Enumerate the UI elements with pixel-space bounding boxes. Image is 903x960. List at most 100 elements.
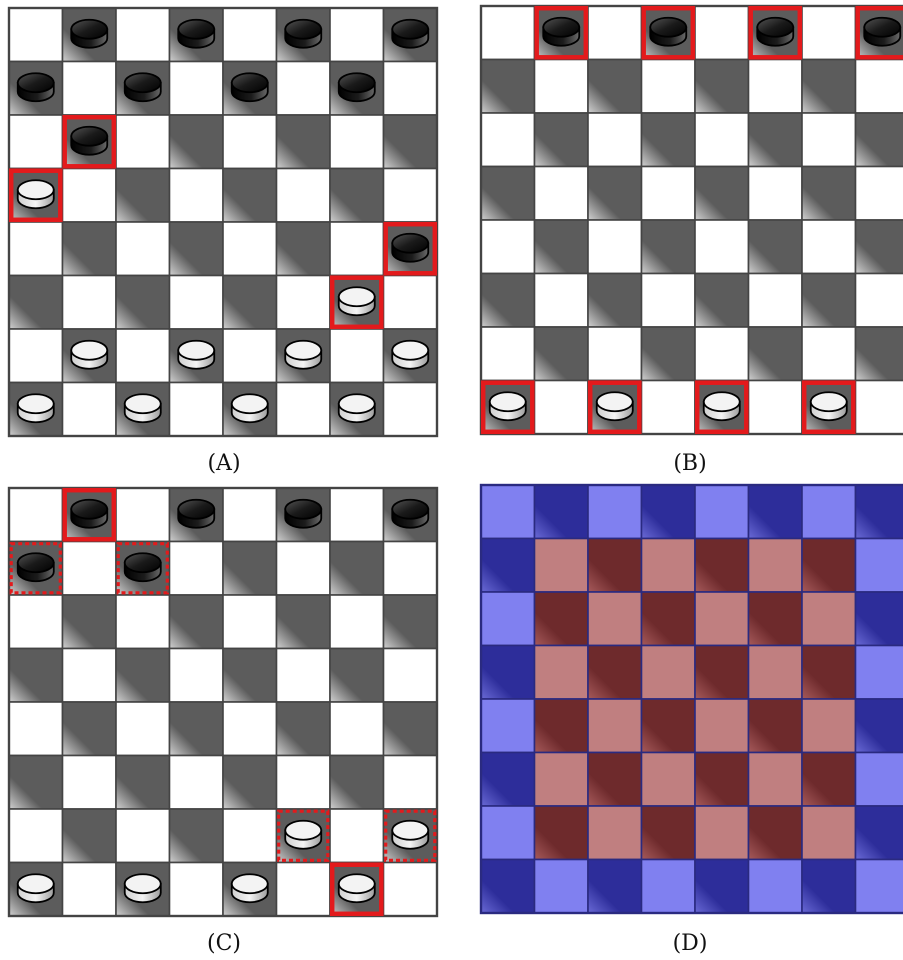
light-square — [63, 756, 117, 810]
dark-square — [223, 649, 277, 703]
border-square — [481, 753, 535, 807]
interior-square — [749, 753, 803, 807]
dark-square — [588, 167, 642, 221]
light-square — [588, 6, 642, 60]
dark-square — [384, 702, 438, 756]
dark-square — [330, 169, 384, 223]
interior-square — [802, 539, 856, 593]
light-square — [749, 167, 803, 221]
border-square — [856, 646, 903, 700]
dark-square — [856, 327, 903, 381]
interior-square — [642, 539, 696, 593]
dark-square — [535, 113, 589, 167]
interior-square — [642, 592, 696, 646]
dark-square — [535, 327, 589, 381]
light-square — [223, 222, 277, 276]
panel-b: (B) — [481, 6, 903, 476]
dark-square — [856, 220, 903, 274]
border-square — [481, 592, 535, 646]
dark-square — [330, 542, 384, 596]
light-square — [9, 329, 63, 383]
black-piece — [392, 234, 428, 262]
interior-square — [535, 539, 589, 593]
white-piece — [125, 874, 161, 902]
black-piece — [650, 18, 686, 46]
light-square — [9, 222, 63, 276]
dark-square — [695, 274, 749, 328]
light-square — [481, 327, 535, 381]
interior-square — [802, 806, 856, 860]
light-square — [277, 649, 331, 703]
light-square — [802, 327, 856, 381]
dark-square — [9, 649, 63, 703]
board-a — [9, 8, 437, 436]
light-square — [63, 649, 117, 703]
white-piece — [339, 287, 375, 315]
light-square — [63, 542, 117, 596]
dark-square — [330, 756, 384, 810]
light-square — [535, 60, 589, 114]
light-square — [9, 809, 63, 863]
light-square — [856, 167, 903, 221]
light-square — [223, 595, 277, 649]
border-square — [856, 592, 903, 646]
dark-square — [63, 702, 117, 756]
border-square — [588, 860, 642, 914]
light-square — [481, 220, 535, 274]
border-square — [535, 860, 589, 914]
interior-square — [695, 753, 749, 807]
dark-square — [695, 167, 749, 221]
dark-square — [384, 595, 438, 649]
interior-square — [588, 806, 642, 860]
light-square — [116, 115, 170, 169]
dark-square — [170, 222, 224, 276]
light-square — [9, 595, 63, 649]
light-square — [170, 542, 224, 596]
light-square — [535, 381, 589, 435]
white-piece — [18, 180, 54, 208]
white-piece — [18, 394, 54, 422]
light-square — [749, 60, 803, 114]
board-d — [481, 485, 903, 913]
border-square — [481, 646, 535, 700]
panel-d: (D) — [481, 485, 903, 956]
board-b — [481, 6, 903, 434]
dark-square — [223, 542, 277, 596]
interior-square — [749, 699, 803, 753]
light-square — [116, 595, 170, 649]
light-square — [749, 274, 803, 328]
light-square — [277, 62, 331, 116]
black-piece — [178, 500, 214, 528]
border-square — [856, 806, 903, 860]
light-square — [330, 8, 384, 62]
caption-a: (A) — [207, 451, 240, 476]
dark-square — [277, 222, 331, 276]
interior-square — [535, 646, 589, 700]
dark-square — [277, 595, 331, 649]
light-square — [535, 167, 589, 221]
interior-square — [695, 539, 749, 593]
interior-square — [695, 646, 749, 700]
border-square — [481, 860, 535, 914]
white-piece — [178, 341, 214, 369]
black-piece — [392, 20, 428, 48]
border-square — [481, 485, 535, 539]
white-piece — [392, 821, 428, 849]
black-piece — [125, 553, 161, 581]
light-square — [63, 383, 117, 437]
dark-square — [384, 115, 438, 169]
light-square — [330, 702, 384, 756]
white-piece — [125, 394, 161, 422]
light-square — [642, 167, 696, 221]
border-square — [856, 485, 903, 539]
interior-square — [695, 806, 749, 860]
dark-square — [642, 327, 696, 381]
light-square — [481, 113, 535, 167]
light-square — [384, 649, 438, 703]
black-piece — [285, 20, 321, 48]
light-square — [856, 381, 903, 435]
interior-square — [535, 699, 589, 753]
caption-d: (D) — [673, 931, 708, 956]
light-square — [170, 863, 224, 917]
light-square — [223, 329, 277, 383]
